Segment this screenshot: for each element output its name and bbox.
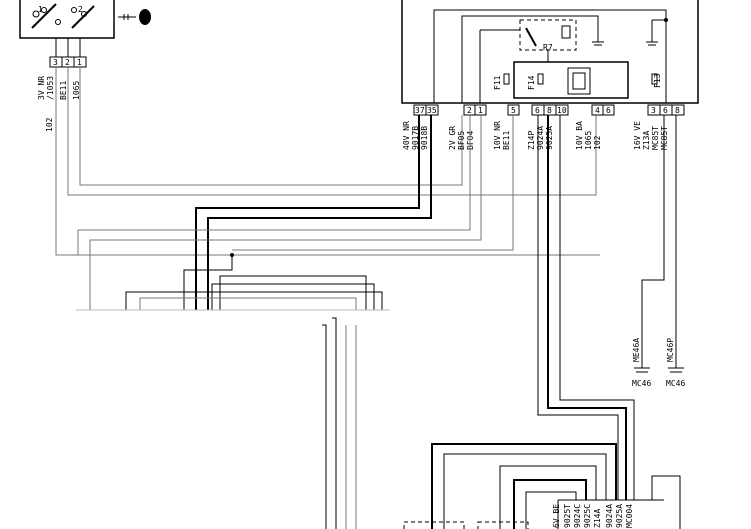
- pin-number: 1: [478, 106, 483, 115]
- pin-number: 6: [663, 106, 668, 115]
- pin-number: 10: [557, 106, 567, 115]
- control-unit: R7 F11 F14 F13: [401, 0, 699, 104]
- ignition-pin: 2: [65, 58, 70, 67]
- wire-label: 9017B: [411, 126, 420, 150]
- key-icon: [118, 9, 151, 25]
- wire-label: 1065: [584, 131, 593, 150]
- ground-icon: [634, 367, 650, 373]
- wire-label: 9025A: [545, 126, 554, 150]
- ground-icon: [646, 18, 668, 46]
- ignition-pin: 1: [77, 58, 82, 67]
- connector-pins: 37 35 2 1 5 6 8 10 4 6 3 6 8: [413, 104, 685, 116]
- ground-label: MC46: [666, 379, 685, 388]
- fuse-icon: [503, 73, 510, 85]
- pin-number: 5: [511, 106, 516, 115]
- wire-label: 16V VE: [633, 121, 642, 150]
- fuse-label: F14: [527, 75, 536, 90]
- wire-label: 6V BE: [552, 504, 561, 528]
- wire-label: 102: [45, 117, 54, 132]
- wire-label: 102: [593, 135, 602, 150]
- wire-label: 10V BA: [575, 121, 584, 150]
- wire-label: 10V NR: [493, 121, 502, 150]
- wire-label: Z14P: [527, 131, 536, 150]
- wire-label: 9018B: [420, 126, 429, 150]
- pin-number: 8: [675, 106, 680, 115]
- wire-label: 9025A: [615, 504, 624, 528]
- wire-label: Z13A: [642, 131, 651, 150]
- pin-number: 3: [651, 106, 656, 115]
- svg-text:2: 2: [78, 5, 83, 14]
- ground-icon: [592, 35, 604, 46]
- ignition-pin: 3: [53, 58, 58, 67]
- wire-label: 9024C: [573, 504, 582, 528]
- pin-number: 6: [535, 106, 540, 115]
- wire-label: 9025C: [583, 504, 592, 528]
- pin-number: 4: [595, 106, 600, 115]
- fuse-label: F11: [493, 75, 502, 90]
- wire-label: 1065: [72, 81, 81, 100]
- wire-label: 2V GR: [448, 126, 457, 150]
- pin-number: 6: [606, 106, 611, 115]
- ground-wire-label: MC46P: [666, 338, 675, 362]
- wire-label: MC85T: [651, 126, 660, 150]
- wire-label: 3V NR: [37, 76, 46, 100]
- wire-label: BE11: [59, 81, 68, 100]
- wire-label: MC004: [625, 504, 634, 528]
- wire-label: 9024A: [605, 504, 614, 528]
- fuse-label: F13: [653, 73, 662, 88]
- wire-label: 40V NR: [402, 121, 411, 150]
- ground-icon: [668, 367, 684, 373]
- wire-label: BE11: [502, 131, 511, 150]
- module-chip: [567, 67, 591, 95]
- svg-text:1: 1: [38, 5, 43, 14]
- wire-label: /1053: [46, 76, 55, 100]
- pin-number: 8: [547, 106, 552, 115]
- fuse-block: [513, 61, 629, 99]
- ground-label: MC46: [632, 379, 651, 388]
- wire-label: 9025T: [563, 504, 572, 528]
- wire-label: BF05: [457, 131, 466, 150]
- wire-label: 9024A: [536, 126, 545, 150]
- pin-number: 2: [467, 106, 472, 115]
- ignition-switch: 1 2: [19, 0, 115, 39]
- ground-wire-label: ME46A: [632, 338, 641, 362]
- ignition-connector: 3 2 1: [49, 38, 87, 68]
- pin-number: 37: [415, 106, 425, 115]
- pin-number: 35: [427, 106, 437, 115]
- fuse-icon: [537, 73, 544, 85]
- wire-label: Z14A: [593, 509, 602, 528]
- fuse-icon: [651, 73, 658, 85]
- relay-label: R7: [543, 43, 553, 52]
